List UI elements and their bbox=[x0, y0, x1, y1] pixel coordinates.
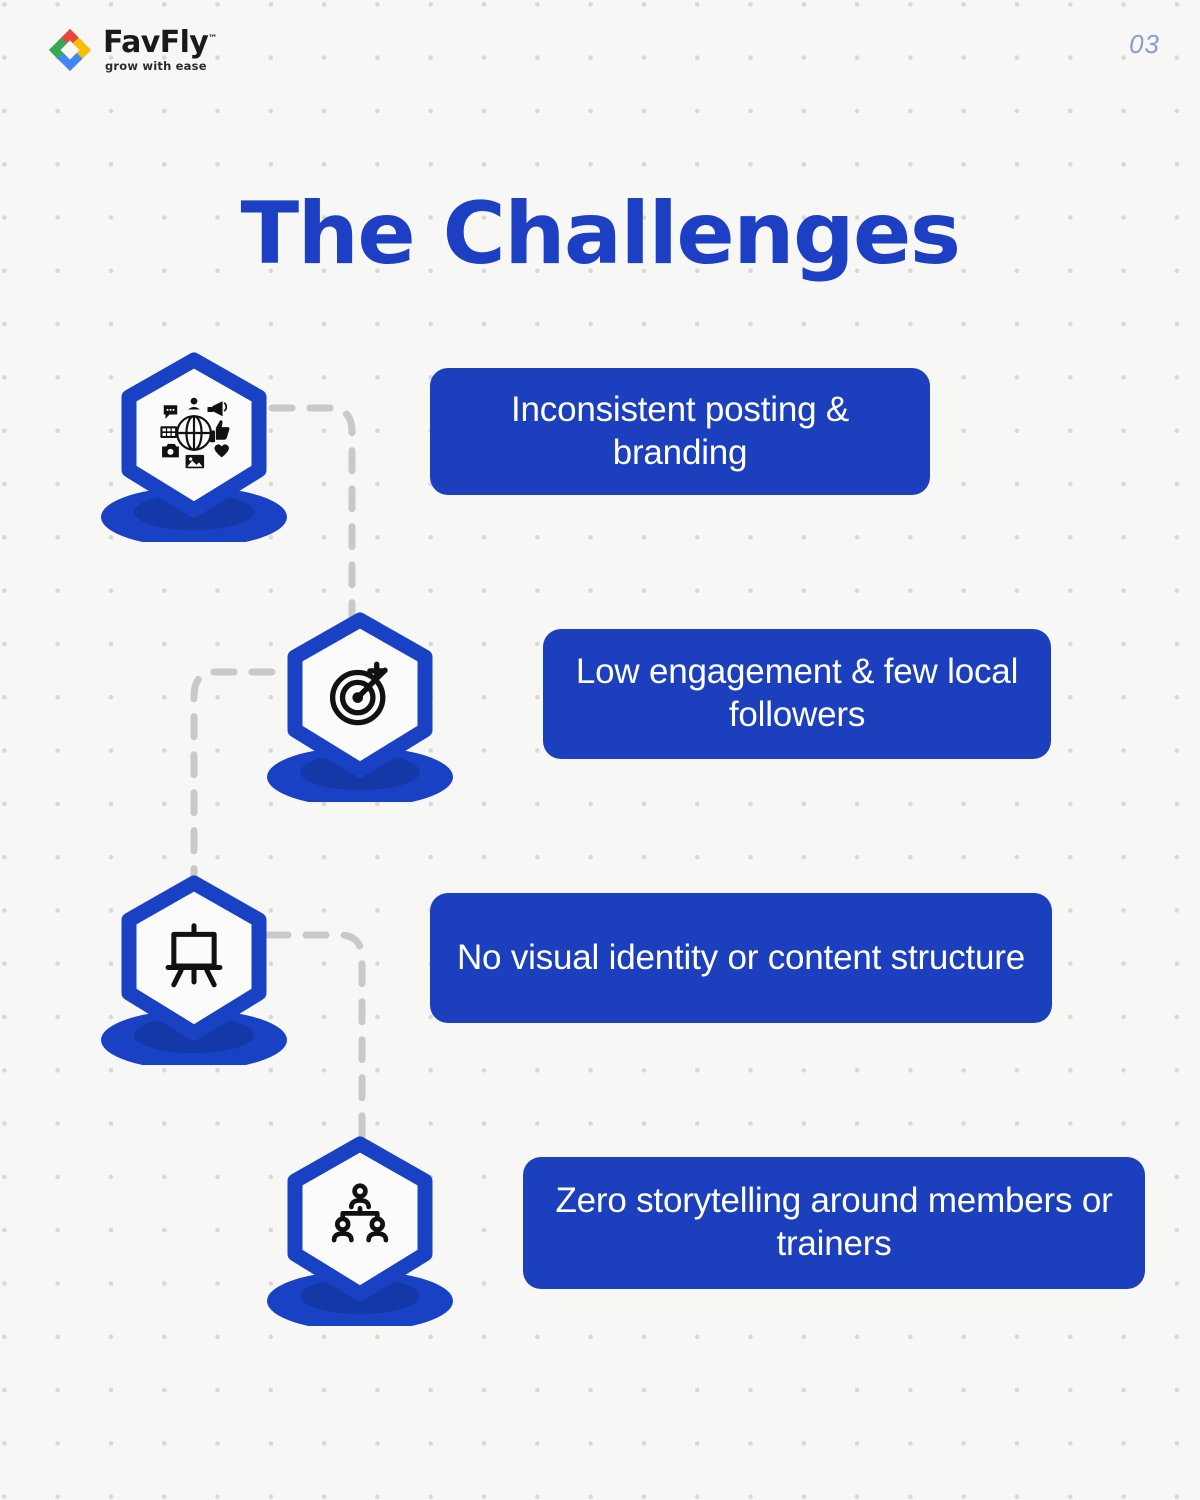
page-title: The Challenges bbox=[240, 183, 961, 284]
target-bullseye-icon bbox=[315, 648, 405, 738]
hexagon-pin-3 bbox=[101, 875, 287, 1065]
brand-name: FavFly™ bbox=[103, 24, 218, 60]
brand-name-text: FavFly bbox=[103, 24, 209, 60]
brand-trademark: ™ bbox=[208, 33, 218, 44]
challenge-label-2[interactable]: Low engagement & few local followers bbox=[543, 629, 1051, 759]
challenge-node-4[interactable] bbox=[265, 1136, 455, 1326]
easel-presentation-board-icon bbox=[149, 911, 239, 1001]
brand-tagline: grow with ease bbox=[105, 58, 207, 73]
challenge-node-1[interactable] bbox=[99, 352, 289, 542]
page-number: 03 bbox=[1129, 29, 1160, 59]
hexagon-pin-4 bbox=[267, 1136, 453, 1326]
brand-logo[interactable]: FavFly™ grow with ease bbox=[46, 26, 217, 74]
challenge-node-3[interactable] bbox=[99, 875, 289, 1065]
brand-logo-text: FavFly™ grow with ease bbox=[103, 24, 218, 73]
team-hierarchy-people-icon bbox=[315, 1172, 405, 1262]
favfly-diamond-chevrons-logo-icon bbox=[48, 28, 92, 72]
challenge-label-4[interactable]: Zero storytelling around members or trai… bbox=[523, 1157, 1145, 1289]
challenge-label-1[interactable]: Inconsistent posting & branding bbox=[430, 368, 930, 495]
globe-social-network-icon bbox=[149, 388, 239, 478]
challenge-label-3[interactable]: No visual identity or content structure bbox=[430, 893, 1052, 1023]
challenge-node-2[interactable] bbox=[265, 612, 455, 802]
